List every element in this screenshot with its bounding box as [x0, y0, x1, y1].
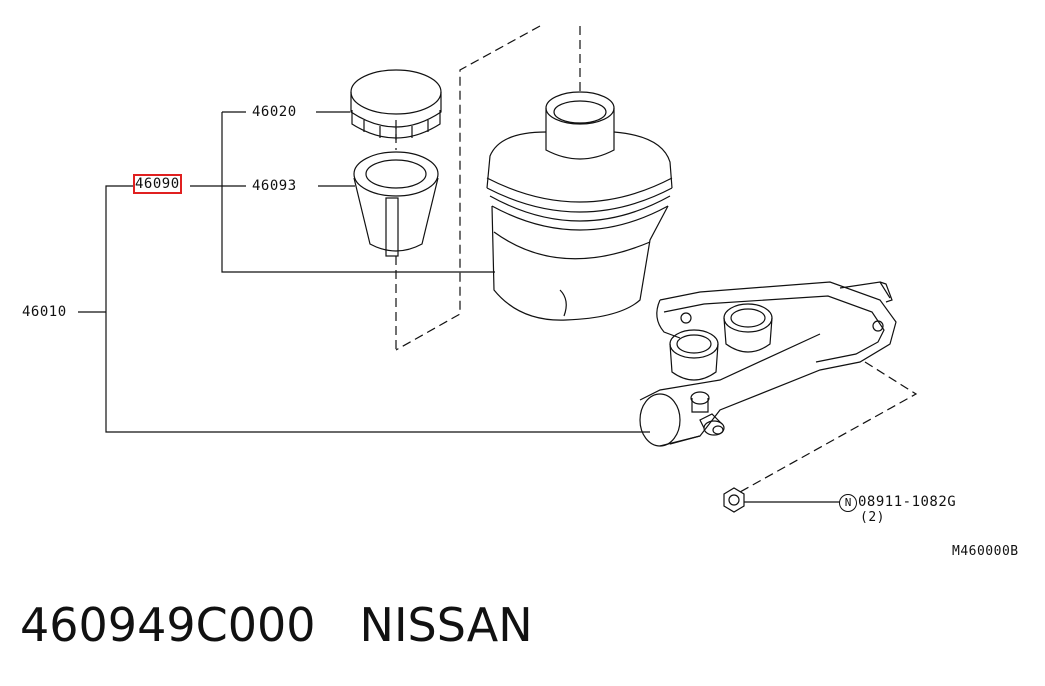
part-label-46010: 46010: [22, 304, 67, 320]
part-caption: 460949C000 NISSAN: [20, 598, 533, 652]
leader-lines: [78, 111, 840, 503]
reservoir-tank: [486, 91, 673, 321]
part-label-bolt-qty: (2): [860, 510, 885, 525]
part-label-46020: 46020: [252, 104, 297, 120]
reservoir-cap: [350, 69, 442, 140]
dashed-assembly-lines: [395, 25, 918, 493]
part-label-bolt-code: 08911-1082G: [858, 494, 957, 510]
reservoir-strainer: [353, 151, 439, 257]
brand-name: NISSAN: [359, 598, 533, 652]
master-cylinder-body: [639, 281, 897, 447]
part-label-46093: 46093: [252, 178, 297, 194]
part-number: 460949C000: [20, 598, 316, 652]
flange-nut: [723, 487, 745, 513]
circled-n-marker: N: [839, 494, 857, 512]
part-label-46090-highlighted[interactable]: 46090: [133, 174, 182, 194]
drawing-reference-code: M460000B: [952, 544, 1019, 559]
